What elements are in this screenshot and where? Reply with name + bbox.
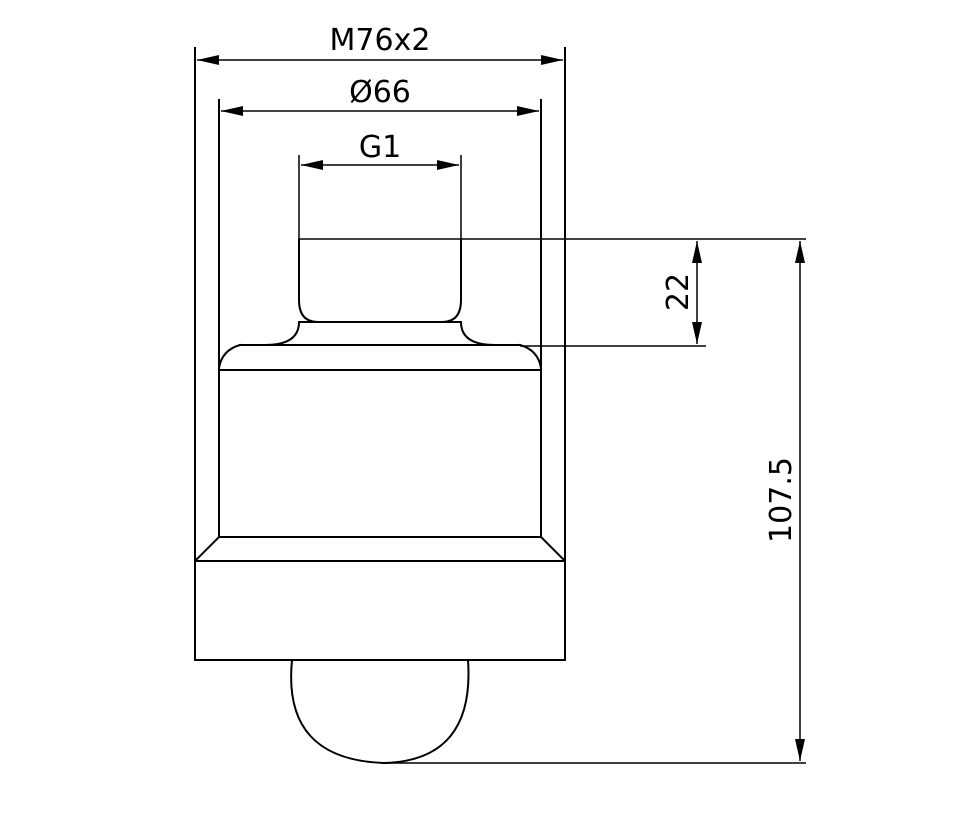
dimension-overall-height: 107.5 [764,241,805,761]
label-port-thread: G1 [359,130,401,165]
dimension-thread: M76x2 [197,23,563,65]
arrow-diameter-left [221,106,243,116]
arrow-thread-right [541,55,563,65]
shoulder-right-round [518,343,543,370]
port-right-fillet [440,298,463,324]
arrow-overall-bottom [795,739,805,761]
extension-lines [299,238,806,764]
arrow-diameter-right [517,106,539,116]
dimension-port-length: 22 [661,241,702,344]
port-left-flare [263,320,301,347]
port-left-fillet [297,298,320,324]
arrow-port-length-top [692,241,702,263]
label-port-length: 22 [661,273,696,311]
arrow-port-right [437,160,459,170]
part-outline [193,47,567,765]
chamfer-left [193,535,221,563]
shoulder-left-round [217,343,242,370]
dimension-port-thread: G1 [298,130,462,240]
arrow-port-length-bottom [692,322,702,344]
arrow-thread-left [197,55,219,65]
arrow-port-left [301,160,323,170]
arrow-overall-top [795,241,805,263]
label-overall-height: 107.5 [764,457,799,543]
dome [290,658,470,765]
chamfer-right [539,535,567,563]
label-thread: M76x2 [330,23,431,58]
dimension-diameter: Ø66 [221,75,539,116]
label-diameter: Ø66 [349,75,411,110]
port-right-flare [459,320,497,347]
